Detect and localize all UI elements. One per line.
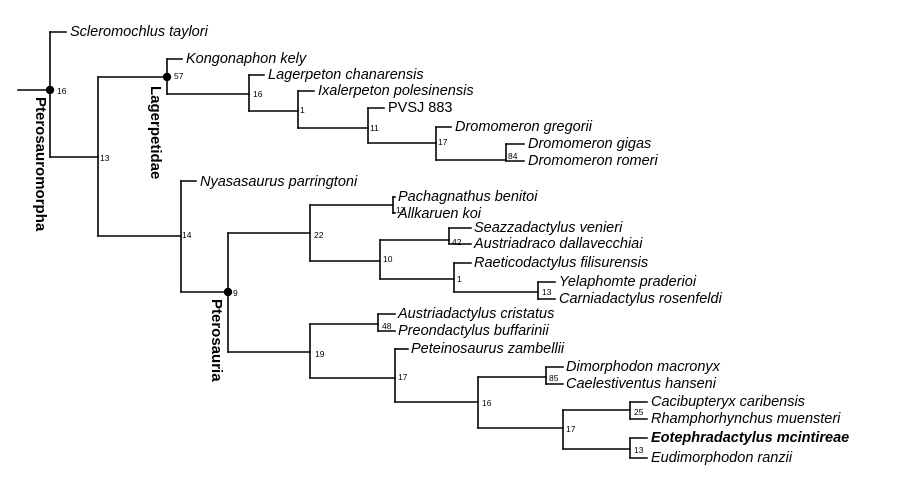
taxon-label-eotephradactylus-mcintireae: Eotephradactylus mcintireae (651, 430, 849, 446)
taxon-label-lagerpeton-chanarensis: Lagerpeton chanarensis (268, 67, 424, 83)
clade-label-pterosauria: Pterosauria (208, 299, 225, 382)
support-value-dromomeron: 84 (508, 151, 518, 161)
taxon-label-austriadactylus-cristatus: Austriadactylus cristatus (397, 306, 554, 322)
taxon-label-eudimorphodon-ranzii: Eudimorphodon ranzii (651, 450, 793, 466)
taxon-label-carniadactylus-rosenfeldi: Carniadactylus rosenfeldi (559, 291, 723, 307)
support-value-lagerpetid-node-b: 1 (300, 105, 305, 115)
taxon-label-rhamphorhynchus-muensteri: Rhamphorhynchus muensteri (651, 411, 841, 427)
taxon-label-yelaphomte-praderioi: Yelaphomte praderioi (559, 274, 697, 290)
support-value-pterosauromorpha: 16 (57, 86, 67, 96)
support-value-pterosaur-node-d: 19 (315, 349, 325, 359)
support-value-seazzadactylus-node: 42 (452, 237, 462, 247)
taxon-label-peteinosaurus-zambellii: Peteinosaurus zambellii (411, 341, 565, 357)
taxon-label-raeticodactylus-filisurensis: Raeticodactylus filisurensis (474, 255, 648, 271)
taxon-label-cacibupteryx-caribensis: Cacibupteryx caribensis (651, 394, 805, 410)
node-marker-pterosauria (223, 287, 233, 297)
support-value-lagerpetid-node-d: 17 (438, 137, 448, 147)
taxon-label-pachagnathus-benitoi: Pachagnathus benitoi (398, 189, 538, 205)
support-value-lagerpetid-node-c: 11 (370, 123, 379, 133)
taxon-label-scleromochlus-taylori: Scleromochlus taylori (70, 24, 209, 40)
support-value-lagerpetid-node-a: 16 (253, 89, 263, 99)
taxon-label-pvsj-883: PVSJ 883 (388, 100, 453, 116)
taxon-label-nyasasaurus-parringtoni: Nyasasaurus parringtoni (200, 174, 358, 190)
node-marker-pterosauromorpha (45, 85, 55, 95)
tree-nodes (45, 72, 233, 297)
node-marker-lagerpetidae (162, 72, 172, 82)
taxon-label-ixalerpeton-polesinensis: Ixalerpeton polesinensis (318, 83, 474, 99)
taxon-label-dromomeron-romeri: Dromomeron romeri (528, 153, 658, 169)
support-value-eotephradactylus-node: 13 (634, 445, 644, 455)
support-value-pterosaur-node-c: 1 (457, 274, 462, 284)
taxon-label-dromomeron-gigas: Dromomeron gigas (528, 136, 651, 152)
support-value-austriadactylus-node: 48 (382, 321, 392, 331)
taxon-label-caelestiventus-hanseni: Caelestiventus hanseni (566, 376, 717, 392)
clade-label-lagerpetidae: Lagerpetidae (147, 86, 164, 179)
support-value-lagerpetidae: 57 (174, 71, 184, 81)
support-value-pterosaur-node-f: 16 (482, 398, 492, 408)
support-value-pterosaur-node-b: 10 (383, 254, 393, 264)
taxon-label-seazzadactylus-venieri: Seazzadactylus venieri (474, 220, 623, 236)
taxon-label-austriadraco-dallavecchiai: Austriadraco dallavecchiai (473, 236, 643, 252)
support-value-pachagnathus-node: 17 (396, 205, 406, 215)
support-value-root-split: 13 (100, 153, 110, 163)
support-value-pterosauria: 9 (233, 288, 238, 298)
support-value-cacibupteryx-node: 25 (634, 407, 644, 417)
taxon-label-preondactylus-buffarinii: Preondactylus buffarinii (398, 323, 549, 339)
taxon-label-dromomeron-gregorii: Dromomeron gregorii (455, 119, 593, 135)
support-value-pterosaur-node-a: 22 (314, 230, 324, 240)
support-value-nyasasaurus-node: 14 (182, 230, 192, 240)
support-value-dimorphodon-node: 85 (549, 373, 559, 383)
support-value-yelaphomte-node: 13 (542, 287, 552, 297)
taxon-label-dimorphodon-macronyx: Dimorphodon macronyx (566, 359, 721, 375)
tree-branches (17, 31, 648, 459)
taxon-label-allkaruen-koi: Allkaruen koi (397, 206, 482, 222)
taxon-label-kongonaphon-kely: Kongonaphon kely (186, 51, 307, 67)
support-value-pterosaur-node-e: 17 (398, 372, 408, 382)
clade-label-pterosauromorpha: Pterosauromorpha (32, 97, 49, 232)
support-value-pterosaur-node-g: 17 (566, 424, 576, 434)
